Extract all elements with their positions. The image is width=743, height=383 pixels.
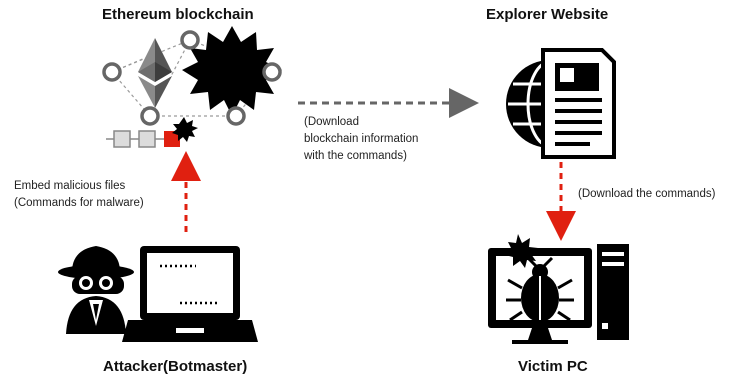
spy-icon: [58, 246, 134, 334]
download-info-line-1: (Download: [304, 116, 359, 128]
small-burst-icon: [172, 117, 198, 142]
explorer-title: Explorer Website: [486, 6, 609, 23]
network-node: [140, 106, 160, 126]
network-node: [180, 30, 200, 50]
ethereum-logo-icon: [138, 38, 172, 108]
bug-icon: [506, 256, 574, 322]
embed-note: Embed malicious files (Commands for malw…: [14, 178, 144, 212]
embed-note-line-2: (Commands for malware): [14, 197, 144, 209]
desktop-pc-icon: [488, 234, 629, 344]
attacker-title: Attacker(Botmaster): [103, 358, 248, 375]
network-node: [262, 62, 282, 82]
download-info-line-3: with the commands): [304, 150, 407, 162]
victim-title: Victim PC: [518, 358, 588, 375]
blockchain-title: Ethereum blockchain: [102, 6, 254, 23]
network-node: [226, 106, 246, 126]
newspaper-globe-icon: [506, 48, 616, 159]
malicious-block: [164, 131, 180, 147]
ethereum-network-icon: [102, 26, 282, 148]
download-info-line-2: blockchain information: [304, 133, 419, 145]
burst-icon: [182, 26, 282, 116]
embed-note-line-1: Embed malicious files: [14, 180, 126, 192]
network-node: [102, 62, 122, 82]
laptop-icon: [122, 246, 258, 342]
download-commands-note: (Download the commands): [578, 188, 716, 200]
block-chain-icon: [106, 117, 198, 148]
download-info-note: (Download blockchain information with th…: [304, 114, 418, 165]
